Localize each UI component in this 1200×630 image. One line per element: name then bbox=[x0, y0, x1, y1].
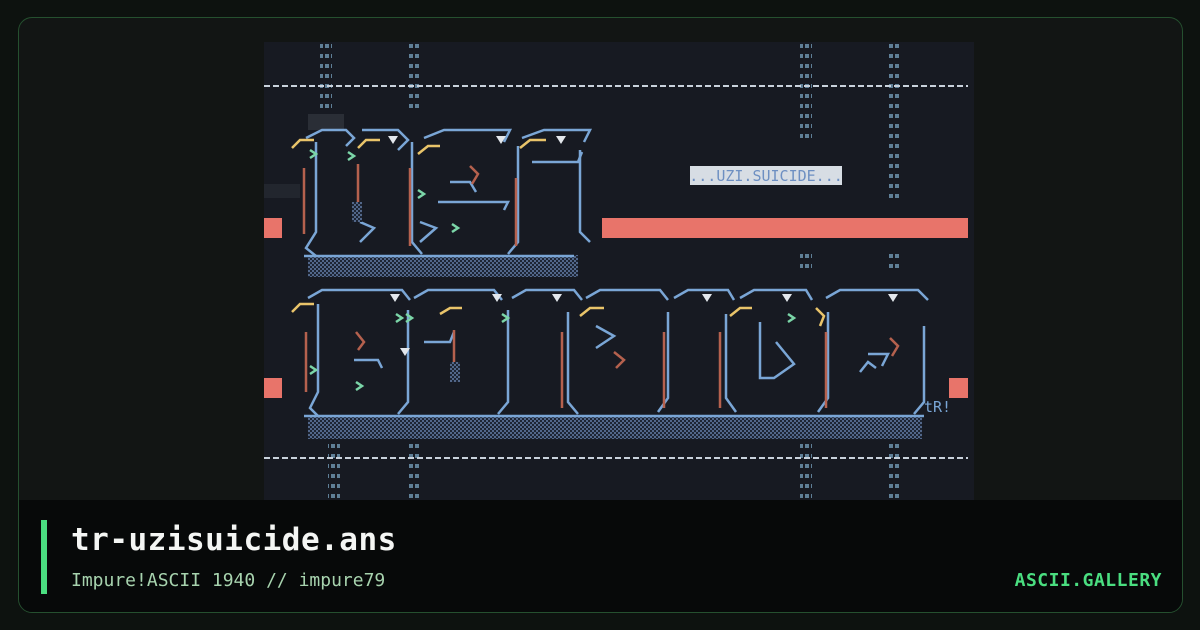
tag-label: ...UZI.SUICIDE... bbox=[689, 166, 843, 185]
ansi-artwork-canvas: ...UZI.SUICIDE... bbox=[264, 42, 968, 502]
white-flourishes bbox=[388, 136, 898, 356]
salmon-bars bbox=[264, 218, 968, 398]
info-banner: tr-uzisuicide.ans Impure!ASCII 1940 // i… bbox=[19, 500, 1182, 612]
artist-signature: tR! bbox=[924, 398, 951, 416]
dotted-columns bbox=[320, 42, 900, 502]
site-brand[interactable]: ASCII.GALLERY bbox=[1014, 570, 1162, 591]
dither-strip-bottom bbox=[308, 415, 922, 439]
dashed-rules bbox=[264, 85, 968, 459]
pack-credit: Impure!ASCII 1940 // impure79 bbox=[71, 570, 386, 591]
file-title: tr-uzisuicide.ans bbox=[71, 522, 397, 558]
letters-row-1 bbox=[291, 128, 593, 258]
preview-card: ...UZI.SUICIDE... bbox=[18, 17, 1183, 613]
letters-row-2 bbox=[291, 202, 929, 418]
ansi-artwork: ...UZI.SUICIDE... bbox=[264, 42, 974, 518]
accent-bar bbox=[41, 520, 47, 594]
tag-label-text: ...UZI.SUICIDE... bbox=[689, 167, 843, 185]
dither-strip-top bbox=[308, 255, 578, 277]
